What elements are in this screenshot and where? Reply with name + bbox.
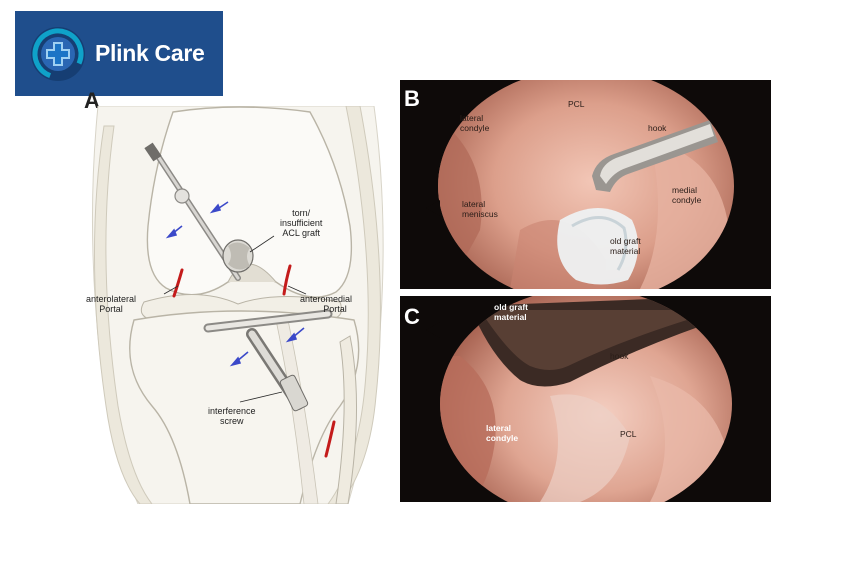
label-hook-c: hook (610, 351, 629, 361)
panel-b-letter: B (404, 86, 420, 111)
knee-illustration (91, 106, 384, 504)
label-lateral-meniscus: lateral meniscus (462, 199, 498, 219)
brand-logo: Plink Care (15, 11, 223, 96)
label-anterolateral-portal: anterolateral Portal (86, 294, 137, 314)
label-pcl: PCL (568, 99, 585, 109)
arthroscopy-image-b (426, 80, 734, 289)
label-lateral-condyle: lateral condyle (460, 113, 490, 133)
arthroscopy-image-c (426, 296, 732, 502)
panel-a-letter: A (84, 88, 100, 113)
label-interference-screw: interference screw (208, 406, 256, 426)
brand-name: Plink Care (95, 40, 205, 66)
label-hook: hook (648, 123, 667, 133)
arthroscopy-view-c (400, 296, 771, 502)
label-old-graft-material-c: old graft material (494, 302, 528, 322)
medical-cross-icon (31, 26, 85, 81)
label-medial-condyle: medial condyle (672, 185, 702, 205)
label-anteromedial-portal: anteromedial Portal (300, 294, 353, 314)
label-pcl-c: PCL (620, 429, 637, 439)
panel-c-letter: C (404, 304, 420, 329)
arthroscopy-view-b (400, 80, 771, 289)
label-lateral-condyle-c: lateral condyle (486, 423, 519, 443)
label-old-graft-material: old graft material (610, 236, 641, 256)
label-torn-acl-graft: torn/ insufficient ACL graft (280, 208, 323, 238)
